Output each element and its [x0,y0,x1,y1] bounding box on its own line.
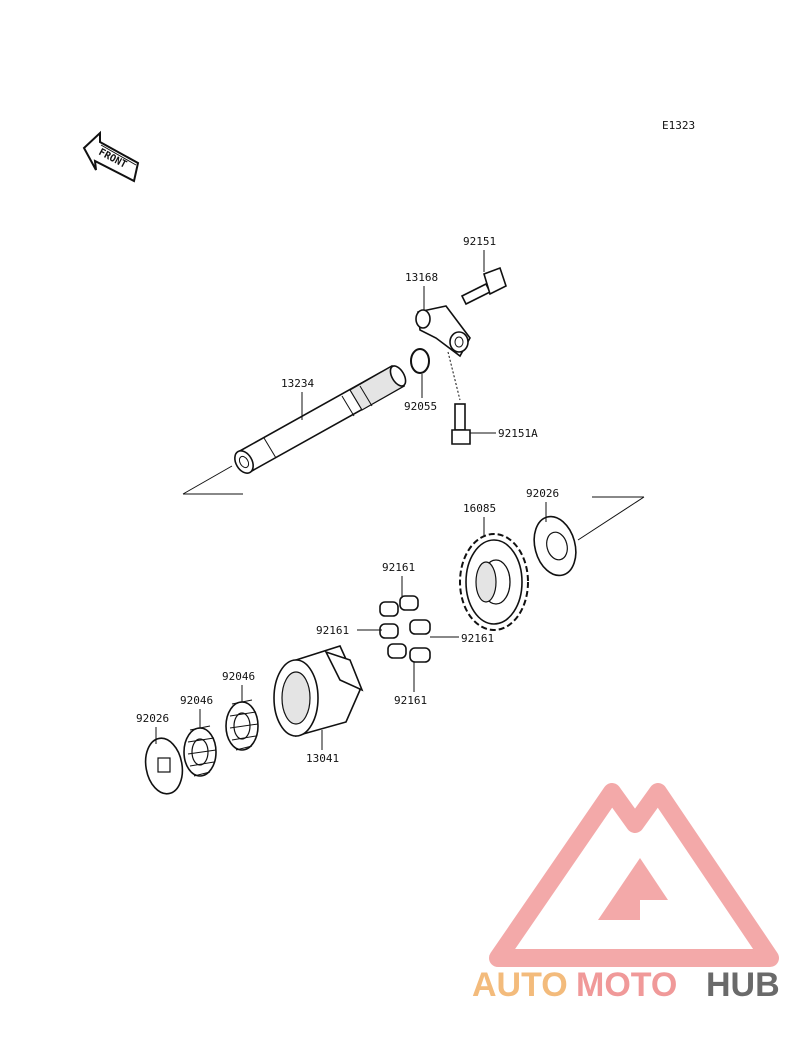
part-label-92046-b: 92046 [180,694,213,707]
part-label-16085: 16085 [463,502,496,515]
hub-13041 [273,645,364,738]
shaft-13234 [234,364,407,474]
part-label-92046-a: 92046 [222,670,255,683]
bolt-92151A [451,403,471,445]
assembly-line [447,351,461,401]
washer-92026-top [533,515,577,577]
part-label-13168: 13168 [405,271,438,284]
part-label-92055: 92055 [404,400,437,413]
leader-line [577,496,645,541]
part-label-92151A: 92151A [498,427,538,440]
part-label-92026-top: 92026 [526,487,559,500]
logo-text-auto: AUTO [472,966,568,1004]
part-label-13041: 13041 [306,752,339,765]
needle-bearing-92046-a [225,699,259,751]
damper-92161-set [379,595,431,663]
part-label-92026-bottom: 92026 [136,712,169,725]
logo-text-hub: HUB [706,966,780,1004]
part-label-92161-right: 92161 [461,632,494,645]
needle-bearing-92046-b [183,725,217,777]
diagram-code: E1323 [662,119,695,132]
washer-92026-bottom [144,737,184,795]
part-label-92161-bottom: 92161 [394,694,427,707]
part-label-92161-left: 92161 [316,624,349,637]
oring-92055 [410,348,430,374]
bolt-92151 [460,266,507,306]
front-arrow-icon: FRONT [82,130,140,183]
part-label-13234: 13234 [281,377,314,390]
part-label-92161-top: 92161 [382,561,415,574]
lever-13168 [415,305,471,358]
logo-text-moto: MOTO [576,966,677,1004]
gear-16085 [459,533,529,631]
automotohub-logo: AUTO MOTO HUB [472,783,780,1004]
part-label-92151: 92151 [463,235,496,248]
leader-line [182,465,233,495]
